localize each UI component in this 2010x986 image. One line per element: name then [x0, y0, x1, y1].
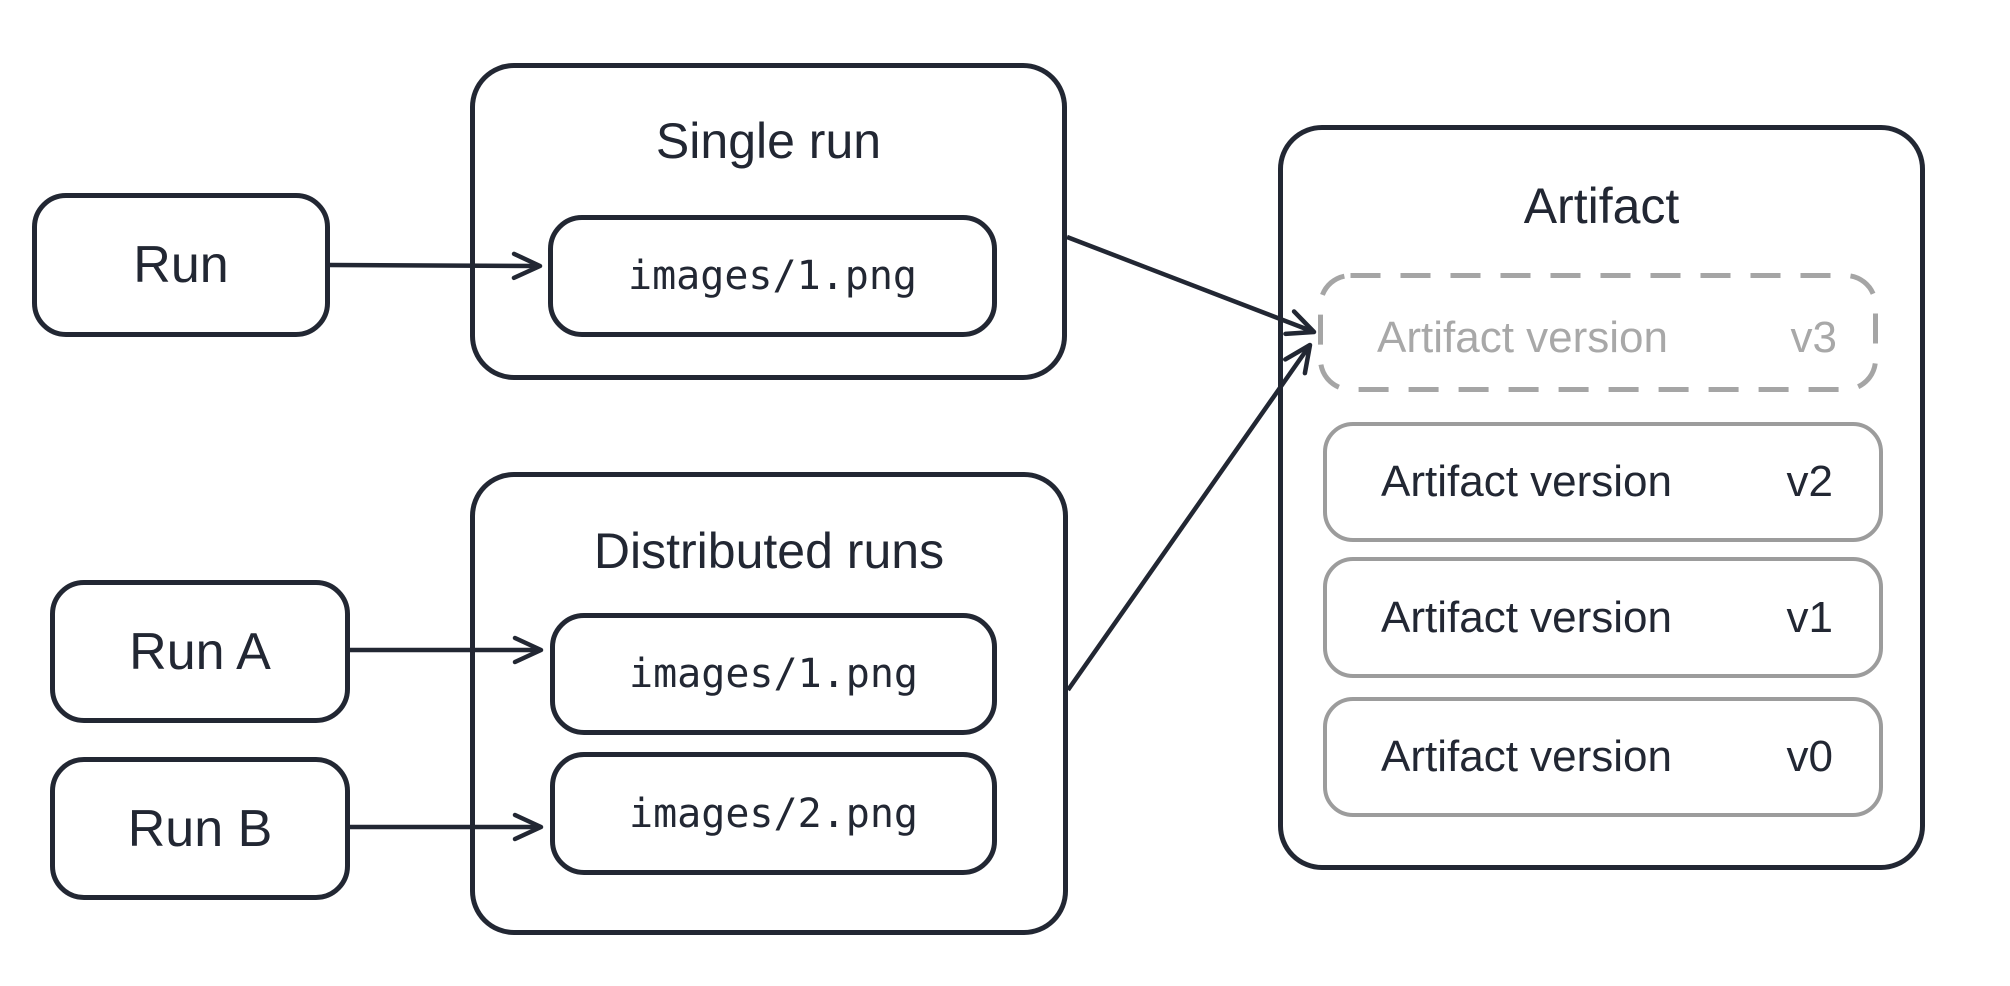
artifact-version-row-v3-pending: Artifact version v3	[1323, 278, 1883, 397]
artifact-version-label: Artifact version	[1377, 312, 1668, 362]
run-b-node-label: Run B	[127, 799, 273, 858]
artifact-group: Artifact Artifact version v3 Artifact ve…	[1278, 125, 1925, 870]
distributed-runs-file-path-1: images/1.png	[629, 651, 918, 697]
artifact-version-row-v0: Artifact version v0	[1323, 697, 1883, 817]
run-node-label: Run	[133, 236, 229, 294]
distributed-runs-file-path-2: images/2.png	[629, 790, 918, 837]
arrow-single-run-to-artifact-version	[1066, 234, 1317, 337]
artifact-version-label: Artifact version	[1381, 457, 1672, 506]
distributed-runs-file-box-1: images/1.png	[550, 613, 997, 735]
artifact-version-number: v2	[1786, 457, 1833, 506]
run-a-node-label: Run A	[129, 622, 271, 681]
single-run-file-path: images/1.png	[628, 253, 917, 299]
single-run-group-title: Single run	[655, 113, 882, 169]
distributed-runs-file-box-2: images/2.png	[550, 752, 997, 875]
distributed-runs-group: Distributed runs images/1.png images/2.p…	[470, 472, 1068, 935]
run-node: Run	[32, 193, 330, 337]
artifact-version-number: v3	[1790, 312, 1837, 362]
distributed-runs-group-title: Distributed runs	[593, 523, 945, 579]
single-run-group: Single run images/1.png	[470, 63, 1067, 380]
artifact-version-number: v1	[1786, 592, 1833, 642]
single-run-file-box: images/1.png	[548, 215, 997, 337]
artifact-version-label: Artifact version	[1381, 732, 1672, 781]
artifact-version-number: v0	[1786, 732, 1833, 781]
artifact-version-row-v2: Artifact version v2	[1323, 422, 1883, 542]
run-b-node: Run B	[50, 757, 350, 900]
arrow-distributed-runs-to-artifact-version	[1066, 342, 1313, 692]
artifact-version-label: Artifact version	[1381, 592, 1672, 642]
run-a-node: Run A	[50, 580, 350, 723]
artifact-version-row-v1: Artifact version v1	[1323, 557, 1883, 678]
artifact-group-title: Artifact	[1523, 178, 1680, 234]
